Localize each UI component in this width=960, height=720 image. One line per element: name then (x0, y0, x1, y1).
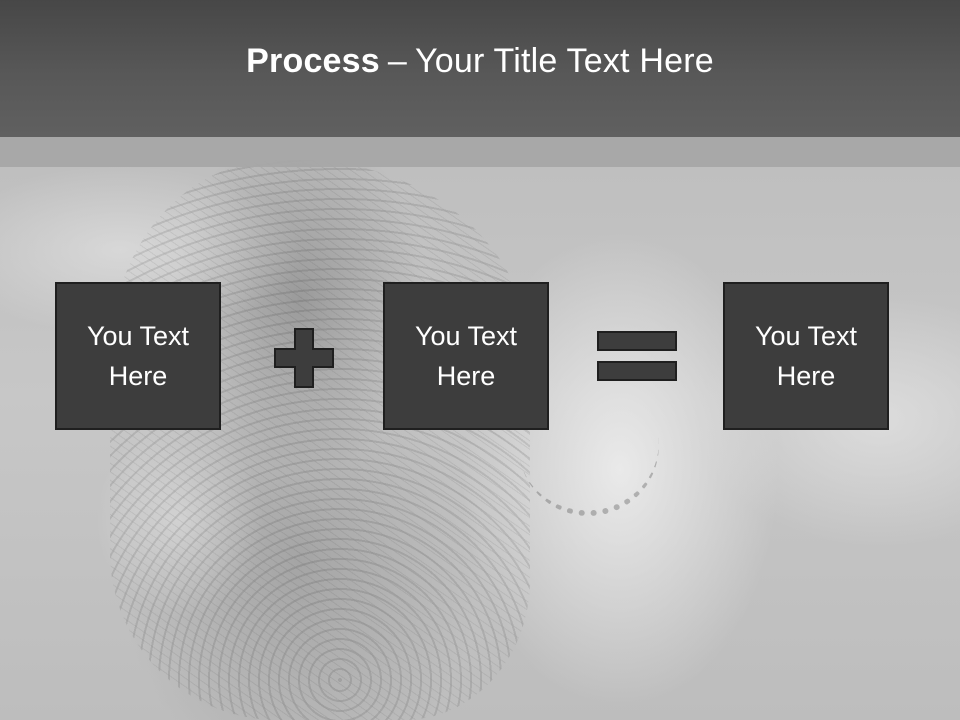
title-bar: Process–Your Title Text Here (0, 0, 960, 137)
equals-icon (597, 331, 677, 381)
process-box-2[interactable]: You Text Here (383, 282, 549, 430)
plus-icon (274, 328, 334, 388)
process-box-3-text: You Text Here (754, 321, 858, 391)
slide-title-rest: Your Title Text Here (415, 42, 714, 80)
background-lace-texture (110, 160, 530, 720)
slide-title: Process–Your Title Text Here (246, 42, 714, 81)
slide-title-separator: – (387, 42, 407, 80)
process-box-1-text: You Text Here (86, 321, 190, 391)
title-underband (0, 137, 960, 167)
process-box-3[interactable]: You Text Here (723, 282, 889, 430)
process-box-2-text: You Text Here (414, 321, 518, 391)
process-box-1[interactable]: You Text Here (55, 282, 221, 430)
slide-title-bold: Process (246, 42, 380, 80)
